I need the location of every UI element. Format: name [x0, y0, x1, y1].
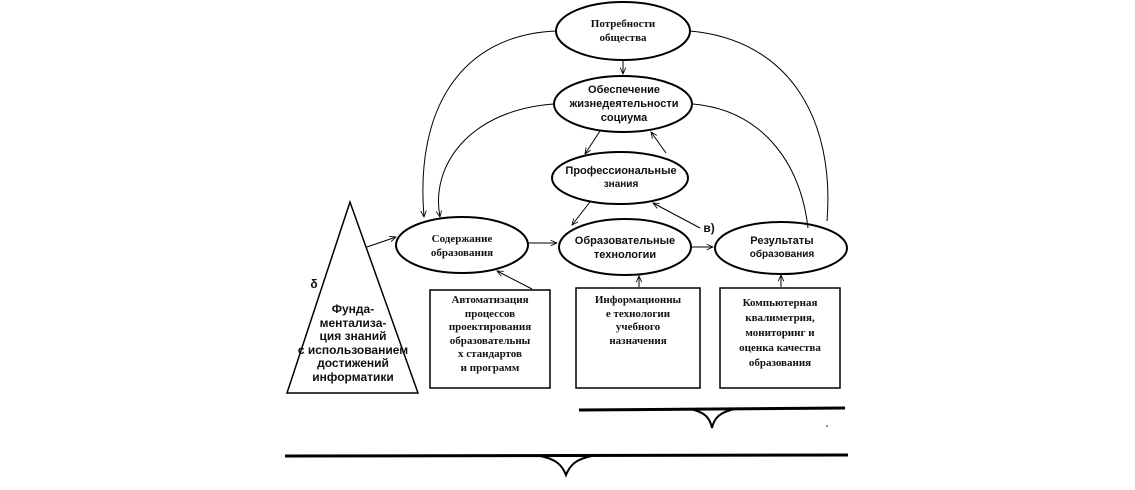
brace-top	[578, 406, 846, 429]
box-qualimetry-line3: мониторинг и	[745, 327, 815, 339]
box-qualimetry-line4: оценка качества	[739, 342, 821, 354]
box-qualimetry-text: Компьютерная квалиметрия, мониторинг и о…	[721, 296, 839, 371]
node-professional-ellipse	[551, 151, 689, 205]
box-infotech-line2: е технологии	[605, 307, 671, 320]
box-automation-line3: проектирования	[448, 321, 532, 333]
arrows	[366, 30, 829, 290]
marker-v: в)	[703, 221, 715, 235]
box-qualimetry-line5: образования	[748, 357, 812, 369]
box-qualimetry-line1: Компьютерная	[742, 297, 818, 309]
triangle-fundamentalization	[285, 199, 420, 394]
box-infotech-line4: назначения	[609, 334, 667, 347]
marker-delta: δ	[310, 277, 318, 291]
node-content-line1: Содержание	[431, 233, 493, 245]
box-infotech-line1: Информационны	[594, 294, 682, 306]
box-automation-line4: образовательны	[449, 334, 531, 347]
node-technologies-line1: Образовательные	[574, 235, 676, 247]
box-automation	[429, 289, 551, 389]
node-results-line1: Результаты	[750, 235, 814, 247]
brace-bottom	[284, 453, 849, 478]
box-automation-line5: х стандартов	[458, 348, 522, 360]
box-qualimetry-line2: квалиметрия,	[745, 312, 815, 324]
node-results-line2: образования	[749, 249, 815, 260]
node-provision-line1: Обеспечение	[588, 84, 660, 96]
node-needs-line1: Потребности	[590, 18, 656, 30]
node-needs: Потребности общества	[566, 17, 680, 45]
node-provision-line2: жизнедеятельности	[569, 98, 679, 110]
box-infotech-line3: учебного	[615, 321, 661, 333]
node-needs-line2: общества	[599, 32, 647, 44]
stray-dot	[826, 425, 828, 427]
box-automation-line6: и программ	[460, 361, 520, 374]
node-results: Результаты образования	[720, 234, 844, 262]
node-professional-line1: Профессиональные	[565, 165, 677, 177]
triangle-line4: с использованием	[297, 342, 409, 357]
node-content: Содержание образования	[400, 232, 524, 260]
triangle-line5: достижений	[317, 356, 389, 370]
node-technologies-line2: технологии	[593, 249, 657, 261]
node-technologies: Образовательные технологии	[560, 234, 690, 262]
node-professional: Профессиональные знания	[555, 164, 687, 192]
triangle-line2: ментализа-	[319, 315, 387, 330]
triangle-line3: ция знаний	[319, 329, 387, 343]
box-infotech-text: Информационны е технологии учебного назн…	[577, 294, 699, 348]
triangle-text: Фунда- ментализа- ция знаний с использов…	[289, 302, 417, 384]
box-automation-line1: Автоматизация	[451, 294, 529, 306]
node-provision-line3: социума	[600, 112, 648, 124]
box-qualimetry	[719, 287, 841, 389]
node-provision: Обеспечение жизнедеятельности социума	[555, 83, 693, 125]
box-infotech	[575, 287, 701, 389]
box-automation-text: Автоматизация процессов проектирования о…	[431, 294, 549, 375]
triangle-line1: Фунда-	[331, 302, 375, 316]
node-professional-line2: знания	[603, 179, 639, 190]
triangle-line6: информатики	[312, 369, 394, 384]
node-content-line2: образования	[430, 247, 494, 259]
node-content-ellipse	[395, 216, 529, 274]
node-results-ellipse	[714, 221, 848, 275]
box-automation-line2: процессов	[464, 307, 516, 320]
